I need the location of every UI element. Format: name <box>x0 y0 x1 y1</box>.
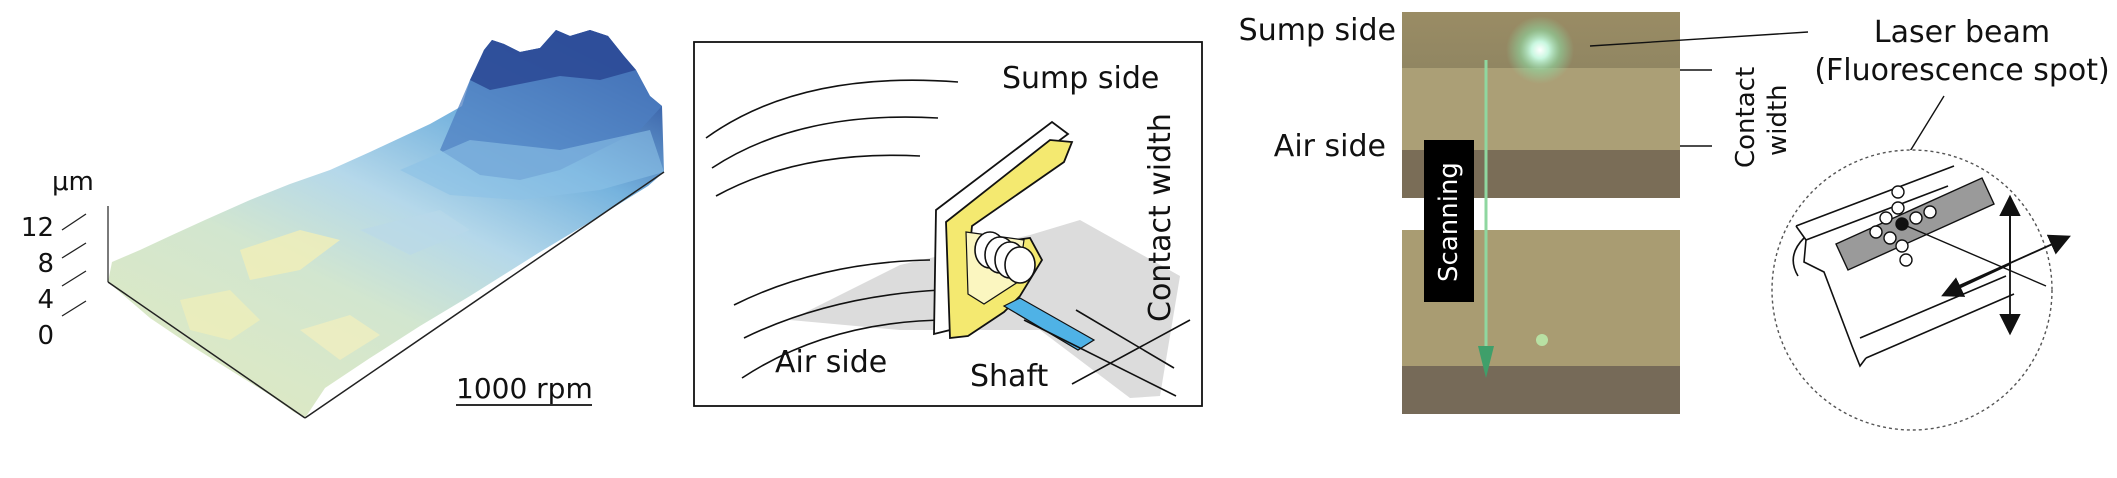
photo-bottom-dark-band <box>1402 366 1680 414</box>
beam-line <box>1901 223 2047 287</box>
inner-arc <box>743 289 941 339</box>
shaft-line <box>1023 319 1177 397</box>
channel-line <box>1805 185 1949 241</box>
z-tick-label: 8 <box>37 249 54 279</box>
photo-contact-label-1: Contact <box>1731 67 1761 168</box>
laser-spot <box>1506 16 1574 84</box>
seal-sump-label: Sump side <box>1002 61 1159 96</box>
channel-line <box>1865 293 2015 359</box>
scan-label: Scanning <box>1434 162 1464 282</box>
laser-label-1: Laser beam <box>1874 15 2050 50</box>
surface-patch <box>180 290 260 340</box>
laser-leader <box>1589 31 1809 47</box>
fluorescence-spot <box>1923 205 1937 219</box>
surface-plot: μm 12 8 4 0 1000 rpm <box>21 30 665 419</box>
diagonal-arrow <box>1941 263 2011 297</box>
z-tick <box>61 213 87 231</box>
garter-spring <box>974 231 1036 284</box>
fluorescence-spot <box>1883 231 1897 245</box>
fluorescence-spot <box>1891 201 1905 215</box>
z-tick-label: 4 <box>37 285 54 315</box>
scan-arrowhead <box>1478 346 1494 378</box>
plot-edge <box>304 171 665 419</box>
surface-patch <box>240 230 340 280</box>
contact-leader <box>1071 319 1191 385</box>
seal-diagram: Sump side Air side Shaft Contact width <box>693 41 1203 407</box>
surface-peaks-dark <box>470 30 636 90</box>
z-tick <box>61 300 87 317</box>
seal-air-label: Air side <box>775 345 887 380</box>
fluorescence-spot <box>1909 211 1923 225</box>
seal-contact-label: Contact width <box>1143 113 1178 322</box>
detail-circle <box>1771 149 2053 431</box>
plot-edge <box>107 281 306 419</box>
photo-panel: Scanning Sump side Air side Contact widt… <box>1239 12 1809 414</box>
outer-arc <box>711 116 939 169</box>
lip-curve <box>1792 237 1805 277</box>
lip-outline <box>1795 225 1867 368</box>
channel-line <box>1795 165 1955 227</box>
inner-arc <box>733 259 931 306</box>
z-tick <box>61 270 87 287</box>
surface-patch <box>300 315 380 360</box>
laser-label-2: (Fluorescence spot) <box>1814 53 2109 88</box>
shaft-line <box>1075 309 1175 369</box>
seal-shaft-label: Shaft <box>970 359 1048 394</box>
channel-line <box>1859 275 2007 339</box>
z-unit-label: μm <box>52 167 94 197</box>
fluorescence-spot <box>1879 211 1893 225</box>
photo-sump-label: Sump side <box>1239 13 1396 48</box>
speed-label: 1000 rpm <box>456 372 593 405</box>
fluorescence-spot <box>1895 239 1909 253</box>
z-tick-label: 0 <box>37 321 54 351</box>
fluorescence-spot <box>1869 225 1883 239</box>
z-tick-label: 12 <box>21 213 54 243</box>
outer-arc <box>705 79 959 139</box>
photo-contact-label-2: width <box>1763 84 1793 156</box>
laser-diagram: Laser beam (Fluorescence spot) <box>1771 15 2110 431</box>
fluorescence-spot <box>1891 185 1905 199</box>
fluorescence-spot <box>1899 253 1913 267</box>
scan-label-box <box>1424 140 1474 302</box>
outer-arc <box>715 154 921 197</box>
inner-arc <box>741 319 951 379</box>
surface-band <box>400 130 664 200</box>
surface-patch <box>360 210 470 255</box>
photo-air-label: Air side <box>1274 129 1386 164</box>
z-tick <box>61 242 87 259</box>
laser-spot-small <box>1536 334 1548 346</box>
